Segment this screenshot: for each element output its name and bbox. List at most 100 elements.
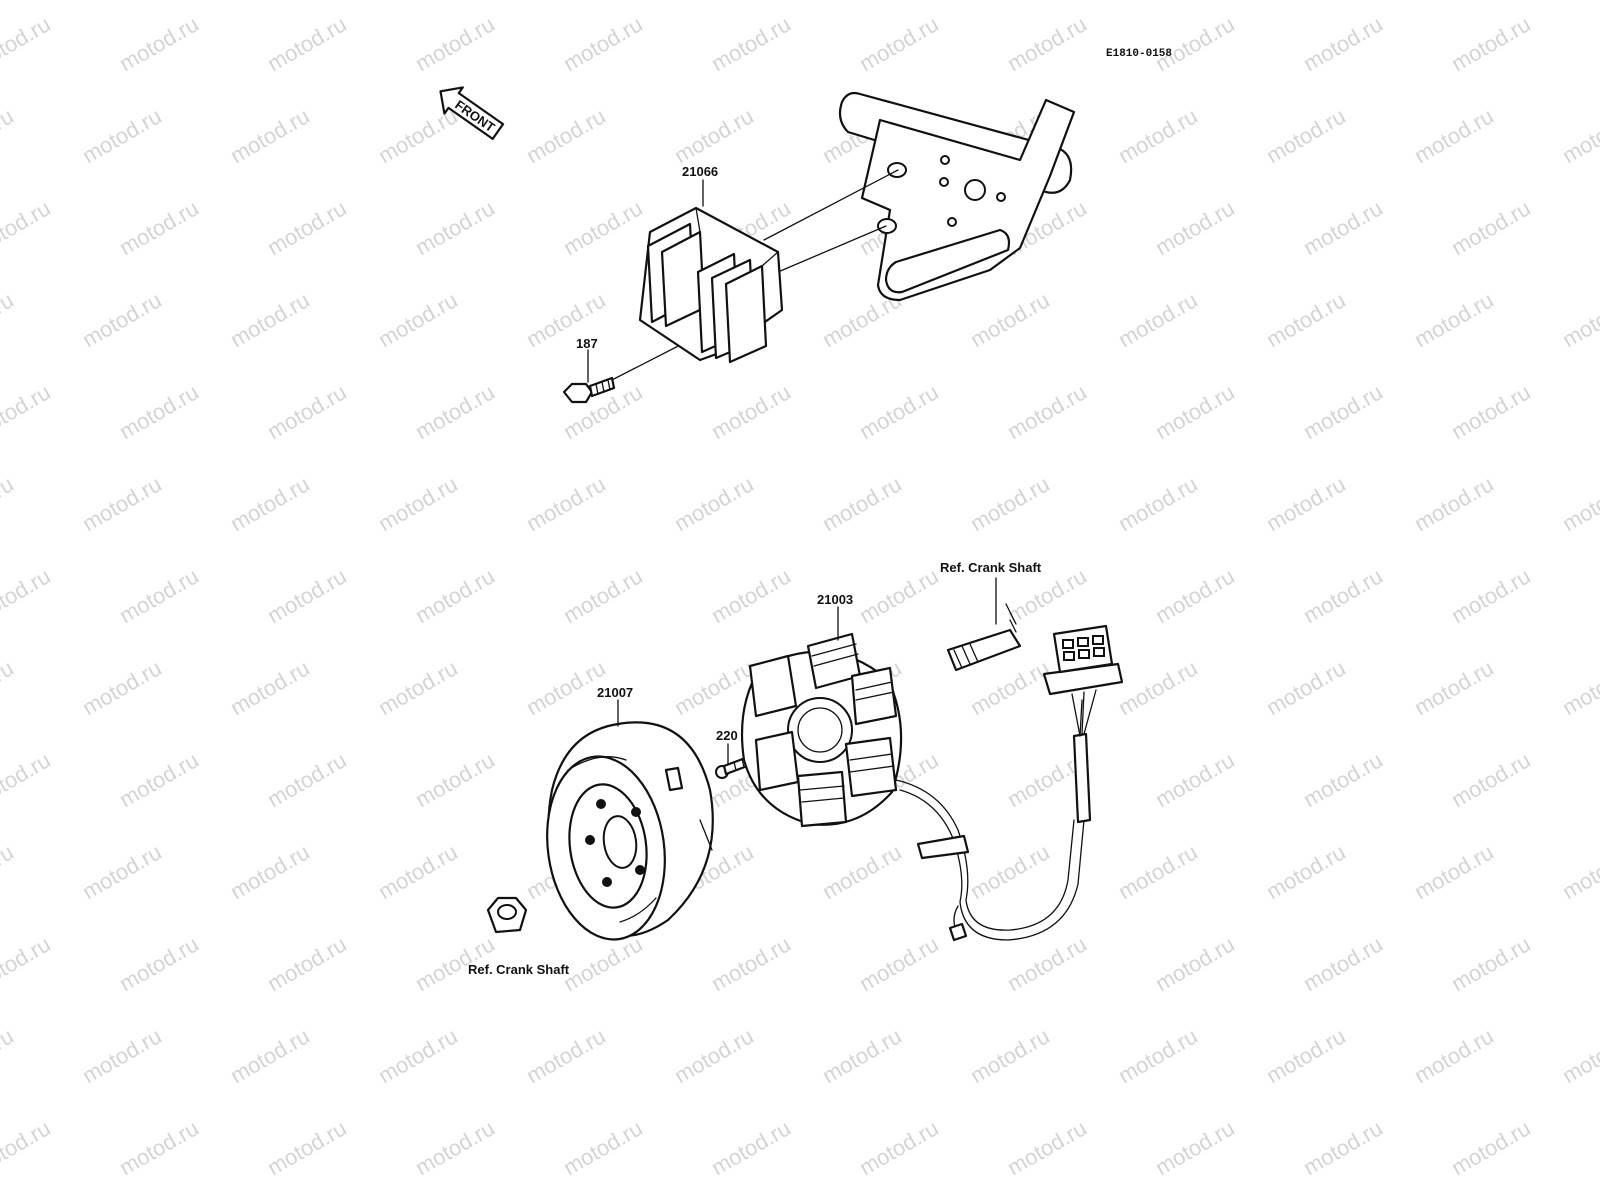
ref-crank-shaft-lower: Ref. Crank Shaft [468,962,570,977]
watermark-text: motod.ru [0,747,55,812]
watermark-text: motod.ru [1262,471,1350,536]
watermark-text: motod.ru [1151,931,1239,996]
watermark-text: motod.ru [707,379,795,444]
watermark-text: motod.ru [226,839,314,904]
watermark-text: motod.ru [1410,471,1498,536]
watermark-text: motod.ru [263,11,351,76]
watermark-text: motod.ru [374,655,462,720]
watermark-text: motod.ru [818,471,906,536]
watermark-text: motod.ru [263,195,351,260]
watermark-text: motod.ru [78,839,166,904]
harness-connector [1042,624,1124,737]
watermark-text: motod.ru [1410,839,1498,904]
flange-bolt[interactable] [562,376,616,404]
watermark-text: motod.ru [78,1023,166,1088]
flywheel-rotor[interactable] [536,721,714,947]
watermark-text: motod.ru [374,103,462,168]
watermark-text: motod.ru [1558,287,1600,352]
watermark-text: motod.ru [855,1115,943,1180]
watermark-text: motod.ru [115,563,203,628]
watermark-text: motod.ru [78,287,166,352]
watermark-text: motod.ru [226,103,314,168]
wire-harness [895,699,1092,942]
watermark-text: motod.ru [1447,11,1535,76]
watermark-text: motod.ru [115,11,203,76]
watermark-text: motod.ru [966,471,1054,536]
watermark-text: motod.ru [1595,11,1600,76]
watermark-text: motod.ru [0,287,18,352]
watermark-text: motod.ru [263,1115,351,1180]
watermark-text: motod.ru [1299,11,1387,76]
watermark-text: motod.ru [115,379,203,444]
watermark-text: motod.ru [966,839,1054,904]
watermark-text: motod.ru [1558,471,1600,536]
watermark-text: motod.ru [1447,379,1535,444]
watermark-text: motod.ru [1151,747,1239,812]
watermark-text: motod.ru [226,1023,314,1088]
callout-21003: 21003 [817,592,853,607]
watermark-text: motod.ru [0,471,18,536]
callout-21007: 21007 [597,685,633,700]
watermark-text: motod.ru [966,1023,1054,1088]
watermark-text: motod.ru [263,931,351,996]
watermark-text: motod.ru [1410,655,1498,720]
watermark-text: motod.ru [1558,655,1600,720]
watermark-text: motod.ru [1151,379,1239,444]
watermark-text: motod.ru [818,839,906,904]
watermark-text: motod.ru [115,931,203,996]
watermark-text: motod.ru [1299,747,1387,812]
watermark-text: motod.ru [522,103,610,168]
watermark-text: motod.ru [1447,1115,1535,1180]
watermark-text: motod.ru [1595,563,1600,628]
watermark-text: motod.ru [559,11,647,76]
watermark-text: motod.ru [1595,379,1600,444]
watermark-text: motod.ru [1595,747,1600,812]
callout-220: 220 [716,728,738,743]
watermark-text: motod.ru [855,11,943,76]
watermark-text: motod.ru [374,839,462,904]
watermark-text: motod.ru [263,563,351,628]
watermark-text: motod.ru [411,1115,499,1180]
watermark-text: motod.ru [1410,1023,1498,1088]
watermark-text: motod.ru [1299,195,1387,260]
watermark-text: motod.ru [1114,655,1202,720]
watermark-text: motod.ru [1114,1023,1202,1088]
watermark-text: motod.ru [411,11,499,76]
callout-21066: 21066 [682,164,718,179]
watermark-text: motod.ru [559,931,647,996]
watermark-text: motod.ru [0,11,55,76]
watermark-text: motod.ru [670,471,758,536]
watermark-text: motod.ru [522,471,610,536]
watermark-text: motod.ru [1262,103,1350,168]
watermark-text: motod.ru [1595,931,1600,996]
watermark-text: motod.ru [1558,103,1600,168]
watermark-text: motod.ru [374,1023,462,1088]
ref-crank-shaft-upper: Ref. Crank Shaft [940,560,1042,575]
watermark-text: motod.ru [559,563,647,628]
watermark-text: motod.ru [78,103,166,168]
watermark-text: motod.ru [0,655,18,720]
watermark-text: motod.ru [1595,195,1600,260]
watermark-text: motod.ru [1447,931,1535,996]
watermark-text: motod.ru [559,1115,647,1180]
callout-187: 187 [576,336,598,351]
watermark-text: motod.ru [0,563,55,628]
watermark-text: motod.ru [1410,103,1498,168]
watermark-text: motod.ru [226,471,314,536]
watermark-text: motod.ru [1262,655,1350,720]
watermark-text: motod.ru [1299,931,1387,996]
watermark-text: motod.ru [0,195,55,260]
stator[interactable] [740,632,903,828]
watermark-text: motod.ru [226,287,314,352]
watermark-text: motod.ru [1447,747,1535,812]
watermark-text: motod.ru [374,471,462,536]
watermark-text: motod.ru [1003,931,1091,996]
watermark-text: motod.ru [522,1023,610,1088]
regulator-rectifier[interactable] [638,206,784,364]
watermark-text: motod.ru [1558,839,1600,904]
watermark-text: motod.ru [1114,103,1202,168]
crankshaft-taper [946,603,1022,672]
watermark-text: motod.ru [1595,1115,1600,1180]
watermark-text: motod.ru [1003,11,1091,76]
